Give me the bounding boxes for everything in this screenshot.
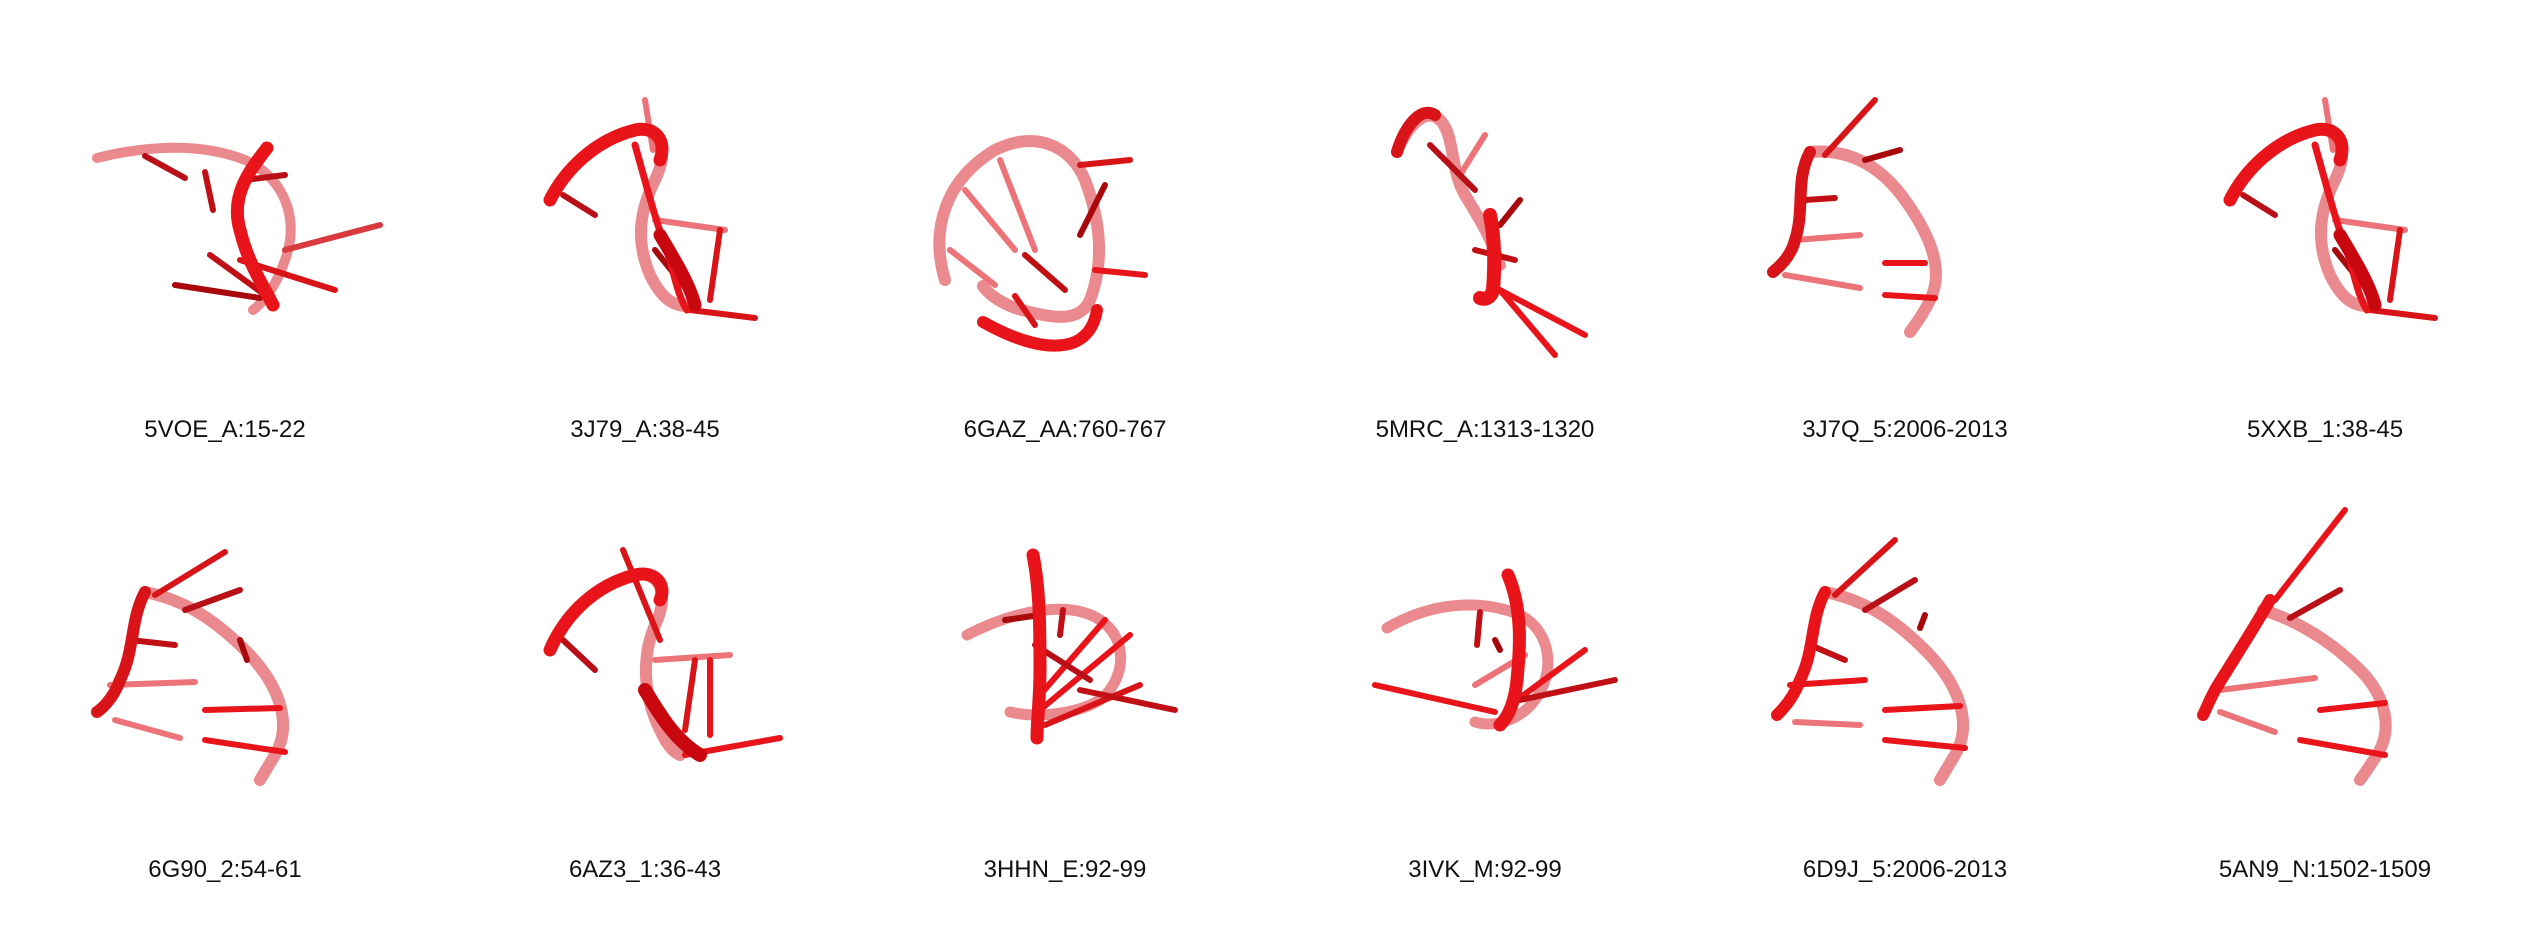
rna-3d-structure (1771, 537, 1969, 786)
structure-label: 6AZ3_1:36-43 (568, 856, 722, 883)
structure-panel: 3J79_A:38-45 (455, 60, 835, 500)
structure-label: 5MRC_A:1313-1320 (1375, 416, 1595, 443)
structure-label: 3J79_A:38-45 (570, 416, 720, 443)
rna-3d-structure (91, 549, 289, 786)
structure-panel: 3IVK_M:92-99 (1295, 500, 1675, 940)
structure-label: 6D9J_5:2006-2013 (1802, 856, 2008, 883)
rna-3d-structure (1372, 568, 1618, 732)
rna-3d-structure (543, 547, 783, 762)
structure-panel: 6AZ3_1:36-43 (455, 500, 835, 940)
rna-3d-structure (933, 135, 1148, 352)
rna-3d-structure (543, 97, 758, 321)
structure-panel: 5VOE_A:15-22 (35, 60, 415, 500)
structure-panel: 3HHN_E:92-99 (875, 500, 1255, 940)
rna-3d-structure (92, 141, 383, 315)
rna-3d-structure (1767, 97, 1942, 338)
structure-label: 6GAZ_AA:760-767 (963, 416, 1167, 443)
structure-label: 5XXB_1:38-45 (2246, 416, 2404, 443)
structure-panel: 6D9J_5:2006-2013 (1715, 500, 2095, 940)
structure-panel: 6G90_2:54-61 (35, 500, 415, 940)
structure-label: 3J7Q_5:2006-2013 (1802, 416, 2008, 443)
structure-panel: 6GAZ_AA:760-767 (875, 60, 1255, 500)
structure-label: 6G90_2:54-61 (148, 856, 302, 883)
structure-panel: 3J7Q_5:2006-2013 (1715, 60, 2095, 500)
structure-label: 5AN9_N:1502-1509 (2218, 856, 2432, 883)
rna-3d-structure (961, 548, 1178, 745)
structure-panel: 5MRC_A:1313-1320 (1295, 60, 1675, 500)
structure-label: 3HHN_E:92-99 (983, 856, 1147, 883)
structure-panel: 5AN9_N:1502-1509 (2135, 500, 2515, 940)
rna-3d-structure (2223, 97, 2438, 321)
rna-3d-structure (2197, 507, 2392, 786)
structure-panel: 5XXB_1:38-45 (2135, 60, 2515, 500)
structure-label: 3IVK_M:92-99 (1408, 856, 1562, 883)
structure-label: 5VOE_A:15-22 (144, 416, 306, 443)
rna-3d-structure (1391, 106, 1588, 358)
